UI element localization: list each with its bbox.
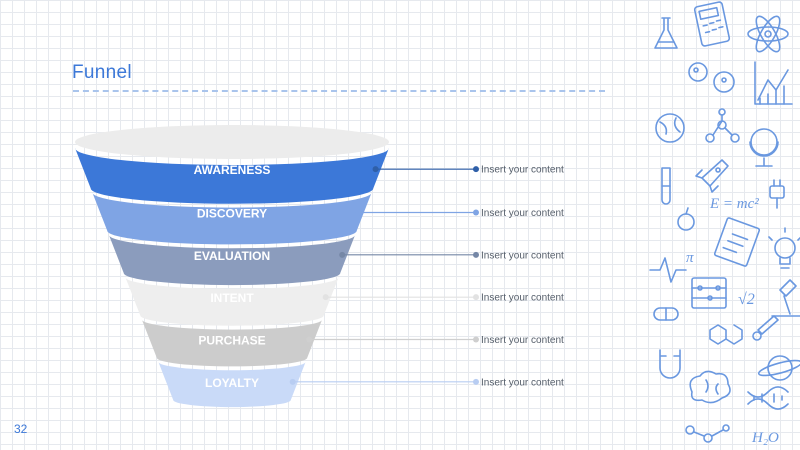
test-tube-icon: [661, 167, 671, 205]
atom-icon: [747, 15, 789, 53]
funnel-label-discovery: DISCOVERY: [197, 207, 267, 221]
funnel-label-intent: INTENT: [210, 291, 254, 305]
callout-text-1: Insert your content: [481, 165, 564, 176]
clipboard-icon: [713, 217, 761, 267]
funnel-band-awareness: [75, 148, 389, 204]
funnel-label-awareness: AWARENESS: [194, 163, 271, 177]
formula-sqrt2: √2: [738, 291, 755, 308]
rocket-icon: [695, 159, 729, 193]
callout-dot-5-start: [306, 336, 313, 343]
callout-dot-1-end: [473, 166, 479, 173]
hexagon-molecule-icon: [709, 324, 743, 345]
light-bulb-icon: [768, 227, 800, 269]
planet-icon: [757, 355, 800, 381]
funnel-band-evaluation: [108, 234, 356, 286]
apple-icon: [677, 207, 695, 231]
title-divider: [73, 90, 605, 92]
callout-dot-3-end: [473, 251, 479, 258]
dna-icon: [747, 386, 789, 410]
funnel-band-loyalty: [158, 361, 306, 408]
graph-icon: [754, 61, 793, 105]
funnel-band-discovery: [92, 192, 372, 245]
funnel-label-loyalty: LOYALTY: [205, 376, 259, 390]
callout-text-6: Insert your content: [481, 377, 564, 388]
thermometer-icon: [752, 315, 779, 341]
callout-dot-4-end: [473, 294, 479, 301]
funnel-label-purchase: PURCHASE: [198, 334, 265, 348]
microscope-icon: [771, 279, 800, 317]
callout-dot-4-start: [322, 294, 329, 301]
formula-h2o: H₂O: [751, 430, 779, 446]
formula-pi: π: [686, 250, 694, 266]
callout-text-2: Insert your content: [481, 208, 564, 219]
callout-text-5: Insert your content: [481, 335, 564, 346]
plug-icon: [769, 179, 785, 209]
callout-dot-1-start: [372, 166, 379, 173]
slide-title: Funnel: [72, 62, 132, 83]
abacus-icon: [691, 277, 727, 309]
desk-globe-icon: [749, 128, 779, 167]
callout-dot-5-end: [473, 336, 479, 343]
callout-text-3: Insert your content: [481, 250, 564, 261]
callout-text-4: Insert your content: [481, 293, 564, 304]
page-number: 32: [14, 422, 28, 436]
callout-dot-3-start: [339, 251, 346, 258]
funnel-band-intent: [125, 277, 339, 326]
globe-icon: [655, 113, 685, 143]
funnel-bands: AWARENESS DISCOVERY EVALUATION INTENT PURCHA…: [75, 148, 389, 408]
pill-icon: [653, 307, 679, 321]
formula-emc2: E = mc²: [709, 196, 759, 212]
funnel-band-purchase: [141, 319, 323, 367]
magnet-icon: [659, 349, 681, 379]
callout-dot-2-end: [473, 209, 479, 216]
funnel-top-rim: [75, 125, 389, 159]
molecule-icon: [705, 108, 740, 143]
callout-dot-6-end: [473, 378, 479, 385]
flask-icon: [654, 17, 678, 49]
science-doodles: E = mc² √2 H₂O π: [649, 1, 800, 446]
molecule-small-icon: [685, 424, 730, 443]
brain-icon: [689, 370, 731, 404]
callout-dot-2-start: [355, 209, 362, 216]
callout-dot-6-start: [289, 378, 296, 385]
pulse-icon: [649, 257, 687, 283]
funnel-label-evaluation: EVALUATION: [194, 249, 270, 263]
calculator-icon: [693, 1, 731, 47]
bacteria-icon: [688, 62, 735, 93]
